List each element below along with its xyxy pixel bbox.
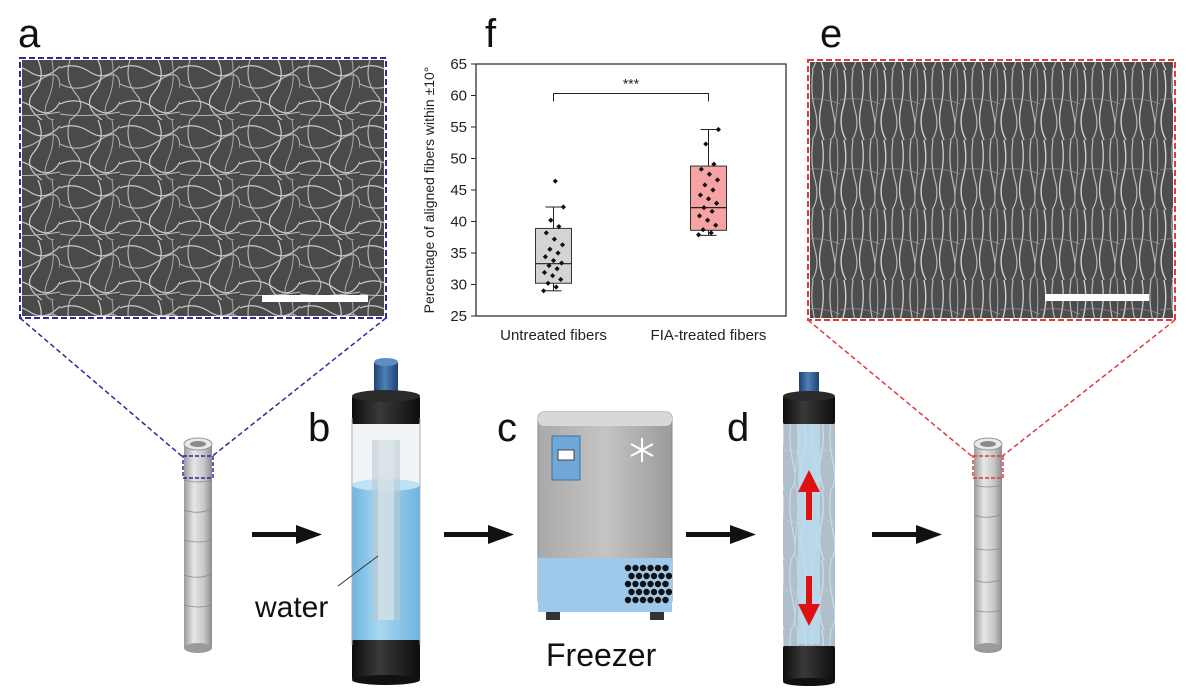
y-tick-label: 50: [450, 151, 467, 168]
expansion-arrows: [798, 470, 820, 626]
y-tick-label: 55: [450, 119, 467, 136]
data-point: [548, 217, 554, 223]
data-point: [552, 178, 558, 184]
data-point: [705, 196, 712, 202]
scale-bar: [262, 295, 368, 302]
data-point: [714, 177, 721, 183]
data-point: [710, 187, 716, 193]
conduit-treated: [972, 437, 1004, 653]
x-tick-label: Untreated fibers: [500, 327, 607, 344]
data-point: [703, 141, 709, 147]
data-point: [698, 166, 704, 172]
data-point: [706, 171, 712, 177]
sem-image-untreated: [19, 57, 387, 319]
data-point: [702, 182, 708, 188]
data-point: [714, 200, 720, 206]
y-tick-label: 40: [450, 214, 467, 231]
data-point: [541, 288, 547, 294]
y-tick-label: 45: [450, 182, 467, 199]
significance-label: ***: [623, 76, 640, 92]
panel-label-c: c: [497, 406, 517, 450]
data-point: [696, 232, 702, 238]
x-tick-label: FIA-treated fibers: [651, 327, 767, 344]
y-tick-label: 30: [450, 277, 467, 294]
data-point: [696, 213, 703, 219]
panel-label-f: f: [485, 12, 497, 56]
plot-frame: [475, 63, 787, 317]
vent-grill-icon: [624, 564, 673, 604]
freezer-label: Freezer: [546, 637, 657, 673]
data-point: [713, 222, 719, 228]
freezer: [537, 411, 673, 620]
sem-image-treated: [807, 59, 1176, 321]
data-point: [560, 204, 566, 210]
data-point: [559, 242, 566, 248]
significance-bracket: [553, 93, 709, 102]
frozen-mold: [783, 372, 835, 686]
panel-label-b: b: [308, 406, 331, 450]
data-point: [554, 266, 560, 272]
process-arrows: [252, 525, 942, 544]
data-point: [697, 192, 703, 198]
scale-bar: [1045, 294, 1149, 301]
data-point: [708, 230, 714, 236]
y-tick-label: 60: [450, 88, 467, 105]
panel-label-a: a: [18, 12, 41, 56]
data-point: [705, 217, 711, 223]
panel-label-d: d: [727, 406, 750, 450]
y-tick-label: 25: [450, 308, 467, 325]
conduit-untreated: [182, 437, 214, 653]
y-tick-label: 65: [450, 56, 467, 73]
data-point: [715, 126, 721, 133]
data-point: [701, 205, 707, 211]
data-point: [555, 250, 561, 256]
data-point: [553, 284, 559, 290]
panel-label-e: e: [820, 12, 843, 56]
y-axis-label: Percentage of aligned fibers within ±10°: [421, 67, 437, 314]
water-label: water: [254, 591, 328, 624]
data-point: [711, 161, 717, 167]
mold-with-water: [337, 358, 421, 685]
data-point: [700, 227, 706, 233]
data-point: [709, 208, 715, 215]
y-tick-label: 35: [450, 245, 467, 262]
snowflake-icon: [630, 438, 654, 462]
